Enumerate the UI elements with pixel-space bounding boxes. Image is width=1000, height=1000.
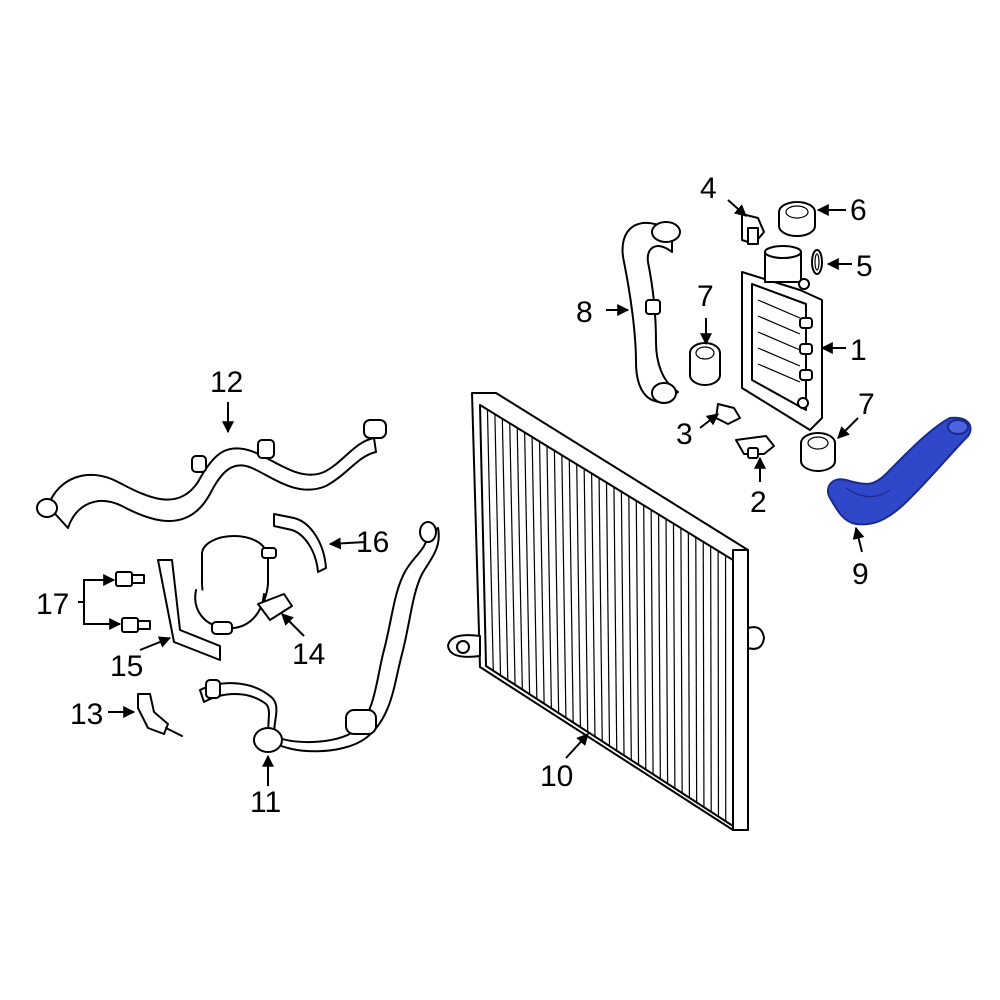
radiator-tube (546, 446, 552, 709)
bolt-lower[interactable] (121, 617, 151, 633)
callout-13: 13 (70, 698, 103, 731)
radiator-tube (576, 464, 582, 728)
radiator-tube (620, 491, 625, 756)
radiator-tube (672, 523, 676, 789)
callout-14: 14 (292, 638, 325, 671)
retaining-clip[interactable] (715, 403, 741, 425)
radiator-tube (524, 432, 531, 695)
coolant-hose-12[interactable] (36, 419, 387, 529)
radiator-tube (583, 468, 589, 732)
radiator-tube (635, 500, 640, 765)
bolt-upper[interactable] (115, 571, 145, 587)
radiator-condenser[interactable] (447, 392, 765, 831)
intercooler[interactable] (741, 245, 823, 431)
callout-6: 6 (850, 194, 867, 227)
radiator-tube (501, 418, 509, 681)
callout-9: 9 (852, 558, 869, 591)
leader-lines (78, 199, 865, 786)
callout-8: 8 (576, 296, 593, 329)
callout-4: 4 (700, 172, 717, 205)
radiator-tube (516, 427, 523, 690)
charge-air-pipe-highlighted[interactable] (827, 416, 972, 526)
radiator-tube (613, 487, 618, 751)
callout-11: 11 (250, 786, 281, 819)
radiator-tube (561, 455, 567, 718)
radiator-tube (538, 441, 545, 704)
callout-labels: 1 2 3 4 5 6 7 7 8 9 10 11 12 13 14 15 16… (36, 172, 875, 819)
coolant-hose-11[interactable] (199, 521, 440, 753)
callout-12: 12 (210, 366, 243, 399)
radiator-tube (628, 496, 632, 761)
radiator-tube (680, 528, 683, 794)
callout-10: 10 (540, 760, 573, 793)
radiator-tube (486, 409, 494, 671)
hose-coupling-upper[interactable] (689, 342, 721, 386)
radiator-tube (598, 477, 603, 742)
callout-1: 1 (850, 334, 867, 367)
callout-5: 5 (856, 250, 873, 283)
callout-7-upper: 7 (697, 280, 714, 313)
radiator-tube (509, 423, 516, 685)
callout-17: 17 (36, 588, 69, 621)
charge-air-hose-upper[interactable] (621, 221, 681, 404)
radiator-tube (650, 509, 654, 775)
radiator-tube (568, 459, 574, 723)
radiator-tube (531, 436, 538, 699)
radiator-tube (643, 505, 647, 770)
callout-15: 15 (110, 650, 143, 683)
mounting-bracket[interactable] (735, 435, 775, 459)
radiator-tube (687, 532, 691, 798)
temperature-sensor[interactable] (137, 693, 183, 737)
pump-mounting-bracket[interactable] (157, 559, 221, 661)
radiator-tube (695, 537, 698, 803)
hose-coupling-lower[interactable] (800, 432, 836, 472)
pressure-sensor[interactable] (741, 213, 765, 245)
auxiliary-coolant-pump[interactable] (194, 535, 293, 635)
callout-7-lower: 7 (858, 388, 875, 421)
radiator-tube (591, 473, 596, 737)
radiator-tube (553, 450, 560, 714)
pump-strap-bracket[interactable] (273, 513, 327, 573)
callout-3: 3 (676, 418, 693, 451)
radiator-tube (605, 482, 611, 747)
hose-clamp-ring[interactable] (778, 201, 816, 237)
radiator-tube (665, 518, 669, 784)
radiator-tube (710, 546, 712, 812)
radiator-tube (494, 414, 502, 676)
callout-16: 16 (356, 526, 389, 559)
callout-2: 2 (750, 486, 767, 519)
radiator-tube (657, 514, 661, 779)
radiator-tube (702, 541, 705, 808)
o-ring[interactable] (811, 249, 823, 275)
